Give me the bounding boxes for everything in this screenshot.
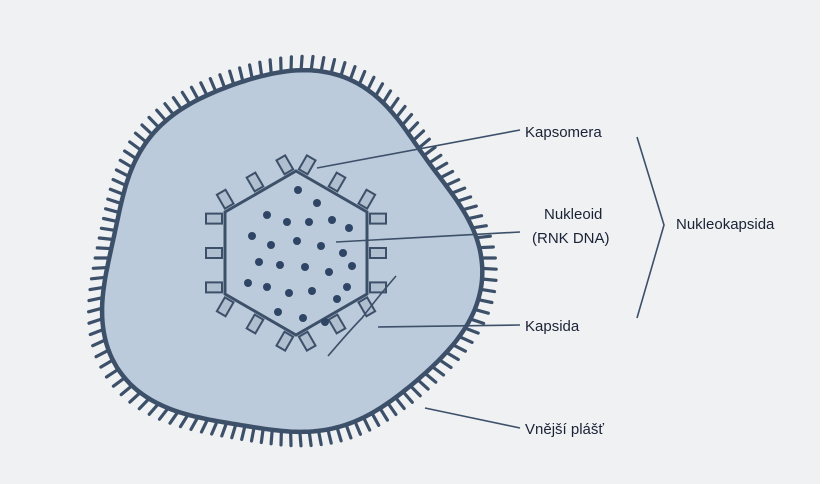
nucleoid-dot-icon xyxy=(294,186,302,194)
capsomere-rect-icon xyxy=(370,214,386,224)
nucleoid-dot-icon xyxy=(313,199,321,207)
nukleokapsida-brace xyxy=(637,137,664,318)
nucleoid-dot-icon xyxy=(325,268,333,276)
nucleoid-dot-icon xyxy=(305,218,313,226)
capsomere-rect-icon xyxy=(206,248,222,258)
nucleoid-dot-icon xyxy=(263,283,271,291)
nucleoid-dot-icon xyxy=(348,262,356,270)
capsomere-rect-icon xyxy=(206,214,222,224)
nucleoid-dot-icon xyxy=(293,237,301,245)
nucleoid-dot-icon xyxy=(343,283,351,291)
nucleoid-dot-icon xyxy=(248,232,256,240)
plast-leader xyxy=(425,408,520,428)
nucleoid-dot-icon xyxy=(321,318,329,326)
nucleoid-dot-icon xyxy=(285,289,293,297)
nucleoid-dot-icon xyxy=(317,242,325,250)
nucleoid-dot-icon xyxy=(274,308,282,316)
nucleoid-dot-icon xyxy=(339,249,347,257)
capsomere-rect-icon xyxy=(206,282,222,292)
nucleoid-dot-icon xyxy=(328,216,336,224)
label-kapsomera: Kapsomera xyxy=(525,124,602,141)
nucleoid-dot-icon xyxy=(267,241,275,249)
nucleoid-dot-icon xyxy=(345,224,353,232)
label-nukleokapsida: Nukleokapsida xyxy=(676,216,775,233)
nucleoid-dot-icon xyxy=(244,279,252,287)
nucleoid-dot-icon xyxy=(299,314,307,322)
nucleoid-dot-icon xyxy=(263,211,271,219)
nucleoid-dot-icon xyxy=(333,295,341,303)
nucleoid-dot-icon xyxy=(308,287,316,295)
nucleoid-dot-icon xyxy=(301,263,309,271)
label-nukleoid-sub: (RNK DNA) xyxy=(532,230,610,247)
page-edge xyxy=(820,0,830,484)
nucleoid-dot-icon xyxy=(276,261,284,269)
label-kapsida: Kapsida xyxy=(525,318,580,335)
nucleoid-dot-icon xyxy=(255,258,263,266)
nucleoid-dot-icon xyxy=(283,218,291,226)
label-nukleoid: Nukleoid xyxy=(544,206,602,223)
capsomere-rect-icon xyxy=(370,248,386,258)
label-vnejsi-plast: Vnější plášť xyxy=(525,421,604,438)
